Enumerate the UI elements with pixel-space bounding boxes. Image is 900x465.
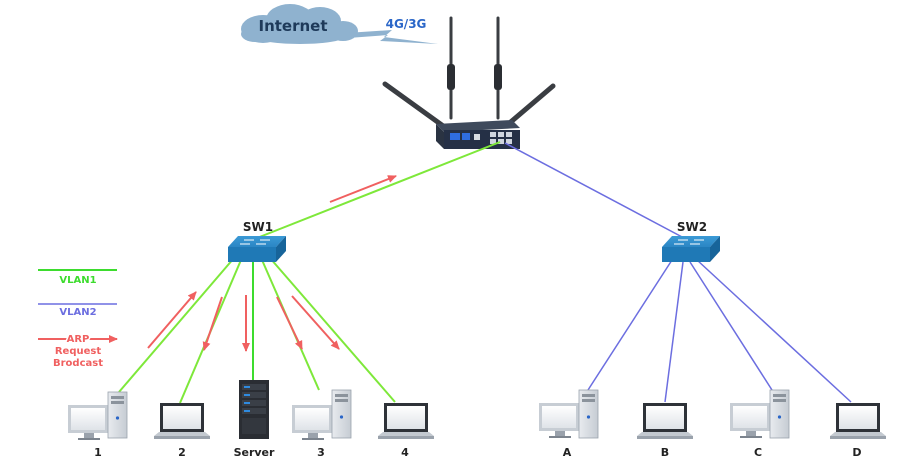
laptop-2-icon: [154, 403, 210, 439]
desktop-c-icon: [730, 389, 790, 439]
legend-vlan1-label: VLAN1: [59, 275, 96, 286]
legend-arp-label: ARP: [67, 334, 90, 345]
device-label-2: 2: [178, 446, 186, 459]
device-label-1: 1: [94, 446, 102, 459]
device-label-server: Server: [234, 446, 275, 459]
router-icon: [382, 16, 556, 149]
device-label-4: 4: [401, 446, 409, 459]
arp-arrows: [147, 175, 397, 352]
arp-arrow-to-router: [329, 175, 397, 203]
arp-arrow-to-2: [202, 296, 223, 351]
switch-sw2-icon: [662, 236, 720, 262]
internet-cloud: Internet: [241, 4, 358, 44]
legend-arp-broadcast: Brodcast: [53, 358, 103, 369]
device-label-3: 3: [317, 446, 325, 459]
vlan2-links: [587, 259, 852, 403]
device-label-c: C: [754, 446, 762, 459]
device-label-d: D: [852, 446, 861, 459]
switch-sw1-icon: [228, 236, 286, 262]
wireless-label: 4G/3G: [386, 17, 427, 31]
device-label-b: B: [661, 446, 669, 459]
trunk-link-vlan2: [504, 142, 685, 239]
trunk-link-vlan1: [256, 141, 501, 239]
desktop-1-icon: [68, 391, 128, 440]
desktop-3-icon: [292, 389, 352, 440]
legend-vlan2-label: VLAN2: [59, 307, 96, 318]
laptop-d-icon: [830, 403, 886, 439]
legend: VLAN1 VLAN2 ARP Request Brodcast: [38, 269, 118, 369]
legend-arp-request: Request: [55, 346, 101, 357]
arp-arrow-from-1: [147, 291, 197, 349]
sw2-label: SW2: [677, 220, 707, 234]
sw1-label: SW1: [243, 220, 273, 234]
arp-arrow-to-4: [291, 295, 340, 350]
laptop-4-icon: [378, 403, 434, 439]
laptop-b-icon: [637, 403, 693, 439]
arp-arrow-to-3: [276, 296, 303, 350]
wireless-bolt-icon: [346, 30, 438, 44]
cloud-label: Internet: [258, 17, 327, 35]
server-icon: [239, 380, 269, 439]
device-label-a: A: [563, 446, 572, 459]
desktop-a-icon: [539, 389, 599, 439]
